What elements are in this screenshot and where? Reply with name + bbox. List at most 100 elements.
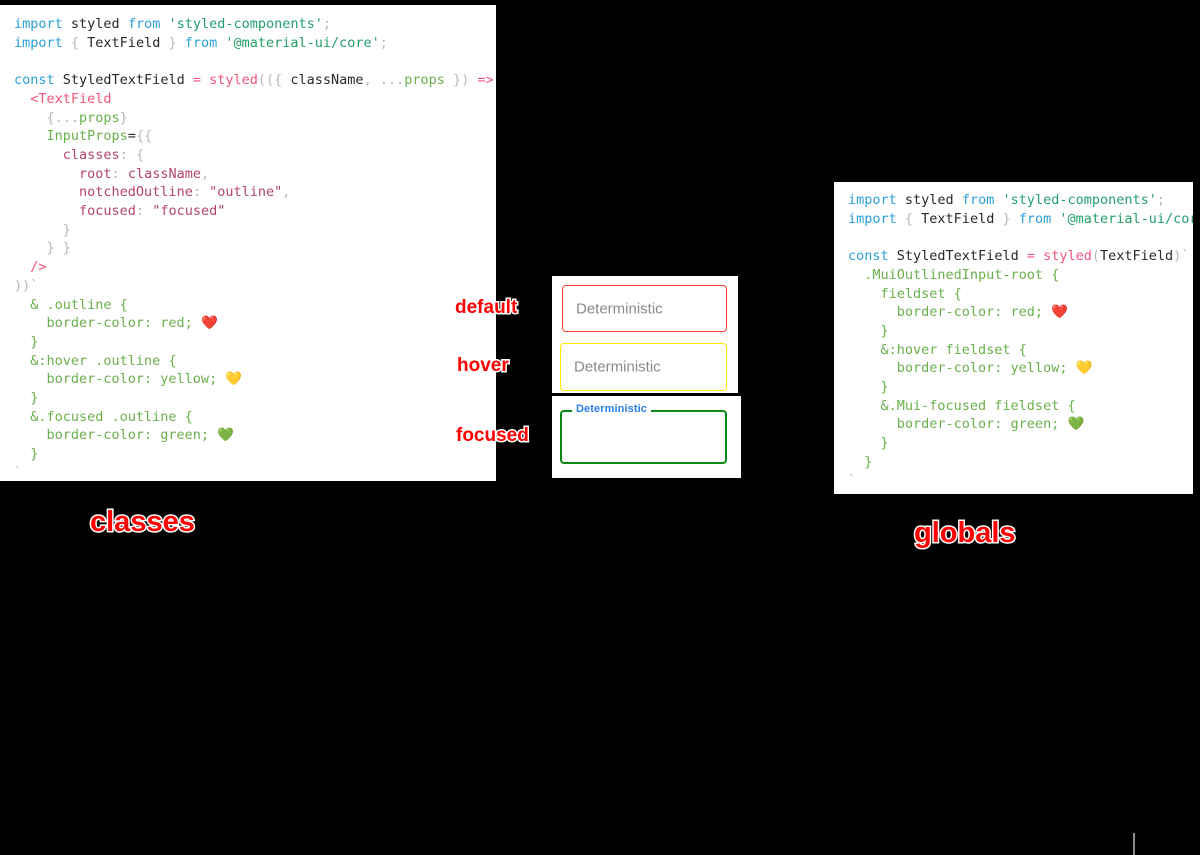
code-token: 💚 bbox=[217, 427, 235, 444]
code-token: TextField bbox=[38, 90, 112, 107]
code-token: className bbox=[127, 165, 201, 182]
code-token: 'styled-components' bbox=[168, 16, 323, 32]
code-token: ❤️ bbox=[1051, 304, 1069, 321]
code-token bbox=[14, 203, 79, 219]
code-token: : bbox=[192, 184, 210, 201]
code-token: ... bbox=[54, 109, 80, 126]
code-token: styled bbox=[70, 16, 128, 32]
code-token: &.Mui-focused fieldset { bbox=[848, 397, 1076, 414]
code-token: from bbox=[1018, 210, 1060, 227]
code-token bbox=[14, 166, 79, 182]
textfield-focused-notch-label: Deterministic bbox=[572, 403, 651, 415]
code-token: { bbox=[904, 210, 922, 227]
code-token: border-color: red; bbox=[14, 315, 201, 332]
code-token: }) bbox=[444, 72, 478, 89]
code-token: /> bbox=[14, 259, 47, 276]
code-block-classes: import styled from 'styled-components'; … bbox=[14, 15, 496, 481]
caption-globals: globals bbox=[913, 516, 1018, 551]
code-token bbox=[14, 128, 47, 144]
textfield-default-value: Deterministic bbox=[576, 300, 663, 317]
code-token: } bbox=[14, 390, 39, 407]
code-token: focused bbox=[79, 203, 136, 220]
code-token: root bbox=[79, 165, 112, 182]
code-token: ; bbox=[379, 34, 388, 51]
code-token: } bbox=[119, 109, 128, 126]
annotation-state-hover: hover bbox=[456, 354, 511, 378]
code-token: { bbox=[274, 72, 291, 89]
code-token: TextField bbox=[87, 34, 161, 51]
code-token: styled bbox=[904, 192, 962, 208]
code-token: &:hover .outline { bbox=[14, 352, 177, 369]
textfield-hover[interactable]: Deterministic bbox=[560, 343, 727, 391]
caption-classes: classes bbox=[89, 505, 197, 540]
textfield-hover-value: Deterministic bbox=[574, 358, 661, 376]
code-token: } } bbox=[14, 240, 71, 257]
code-token: import bbox=[14, 16, 71, 32]
code-token: ❤️ bbox=[200, 315, 218, 332]
code-token: .MuiOutlinedInput-root { bbox=[848, 266, 1060, 283]
code-token: } bbox=[14, 446, 39, 463]
code-token: "outline" bbox=[209, 184, 283, 201]
code-token: border-color: yellow; bbox=[14, 371, 226, 388]
code-token: styled bbox=[1043, 248, 1092, 265]
code-token: {{ bbox=[135, 128, 153, 145]
code-token: const bbox=[848, 248, 897, 265]
code-token: { bbox=[135, 146, 145, 163]
code-token: from bbox=[127, 16, 169, 32]
code-token: , bbox=[200, 165, 210, 182]
code-token: } bbox=[160, 34, 185, 51]
code-token: < bbox=[14, 90, 39, 107]
code-panel-classes: import styled from 'styled-components'; … bbox=[0, 5, 496, 481]
code-token: ... bbox=[379, 72, 405, 89]
textfield-focused[interactable] bbox=[560, 410, 1135, 855]
code-token: = bbox=[127, 128, 136, 145]
code-token: &:hover fieldset { bbox=[848, 341, 1027, 358]
code-token: 💚 bbox=[1067, 416, 1085, 433]
code-token: '@material-ui/core' bbox=[1059, 210, 1193, 227]
annotation-state-focused: focused bbox=[455, 424, 531, 448]
code-token: TextField bbox=[1100, 248, 1174, 265]
code-token: ` bbox=[848, 472, 857, 489]
code-token bbox=[14, 147, 63, 163]
code-token: from bbox=[961, 192, 1003, 208]
textfield-default[interactable]: Deterministic bbox=[562, 285, 727, 332]
code-token bbox=[14, 184, 79, 200]
code-token: &.focused .outline { bbox=[14, 408, 193, 425]
code-token: 💛 bbox=[1075, 360, 1093, 377]
code-token: border-color: green; bbox=[14, 427, 218, 444]
code-token: from bbox=[184, 34, 226, 51]
code-token: import bbox=[848, 192, 905, 208]
code-token: ; bbox=[1156, 192, 1166, 208]
code-token: , bbox=[282, 184, 291, 201]
code-token: } bbox=[994, 210, 1019, 227]
code-panel-globals: import styled from 'styled-components'; … bbox=[834, 182, 1193, 494]
code-token: } bbox=[14, 333, 39, 350]
code-block-globals: import styled from 'styled-components'; … bbox=[848, 191, 1193, 494]
code-token: props bbox=[79, 109, 120, 126]
code-token: TextField bbox=[921, 210, 995, 227]
code-token: } bbox=[848, 322, 889, 339]
code-token: (( bbox=[257, 72, 275, 89]
code-token: const bbox=[14, 72, 63, 89]
code-token: )` bbox=[1173, 248, 1190, 265]
code-token: : bbox=[119, 146, 136, 163]
code-token: } bbox=[848, 435, 889, 452]
code-token: , bbox=[363, 72, 380, 89]
code-token: fieldset { bbox=[848, 285, 962, 302]
code-token: import bbox=[848, 210, 905, 227]
code-token: & .outline { bbox=[14, 296, 128, 313]
code-token: StyledTextField bbox=[62, 72, 193, 89]
code-token: : bbox=[135, 203, 153, 220]
code-token: notchedOutline bbox=[79, 184, 193, 201]
code-token: ; bbox=[848, 491, 864, 494]
code-token: InputProps bbox=[46, 128, 128, 145]
code-token: '@material-ui/core' bbox=[225, 34, 380, 51]
code-token: 💛 bbox=[225, 371, 243, 388]
code-token: } bbox=[848, 379, 889, 396]
code-token: 'styled-components' bbox=[1002, 192, 1157, 208]
code-token: => bbox=[477, 72, 494, 89]
code-token: import bbox=[14, 34, 71, 51]
code-token: props bbox=[404, 72, 445, 89]
code-token: styled bbox=[209, 72, 258, 89]
code-token: ( bbox=[1091, 248, 1101, 265]
